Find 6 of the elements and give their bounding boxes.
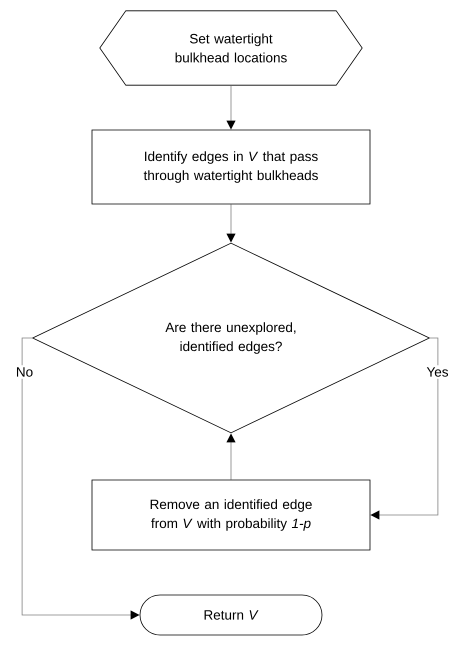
edge-label: Yes bbox=[424, 365, 451, 379]
edge-label: No bbox=[14, 365, 36, 379]
process-box: Identify edges in V that pass through watertight bulkheads bbox=[92, 130, 370, 204]
process-box: Remove an identified edge from V with probability 1-p bbox=[92, 480, 370, 550]
terminal-box: Return V bbox=[140, 594, 322, 636]
start-hexagon: Set watertight bulkhead locations bbox=[99, 10, 363, 86]
